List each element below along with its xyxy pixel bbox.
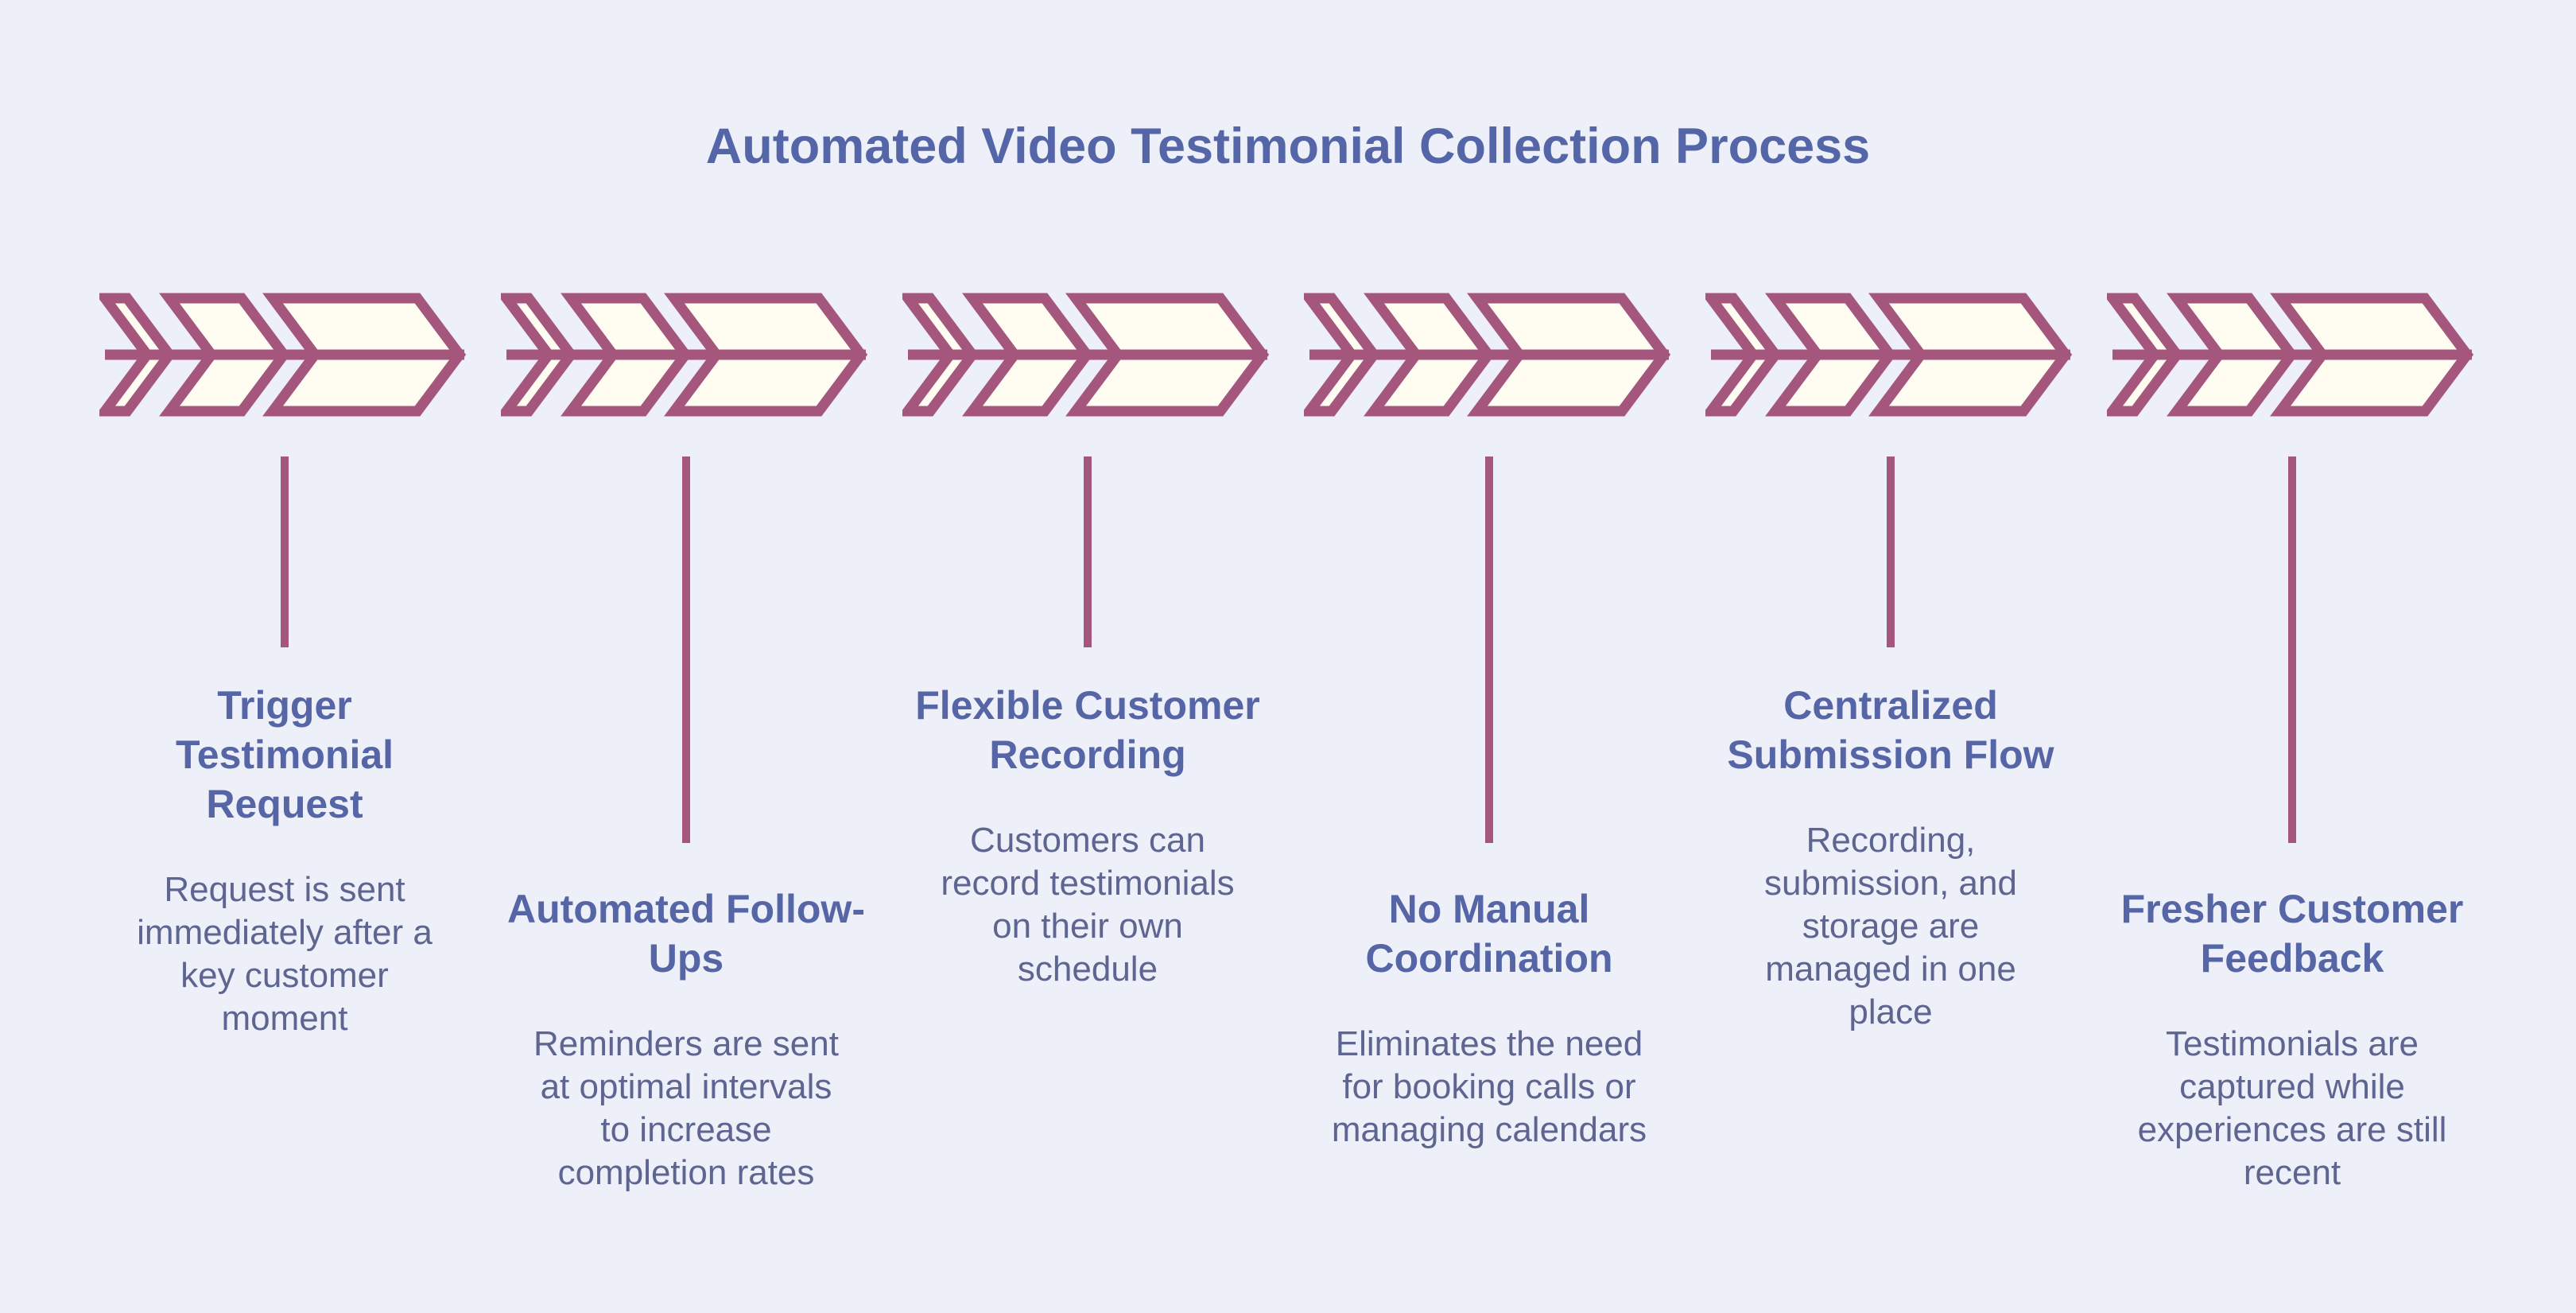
triple-chevron-arrow-icon <box>99 293 467 417</box>
step-text-block: Automated Follow- Ups Reminders are sent… <box>499 884 873 1195</box>
step-description: Customers can record testimonials on the… <box>941 821 1235 989</box>
step-heading: Trigger Testimonial Request <box>175 683 394 826</box>
step-6-fresher-customer-feedback: Fresher Customer Feedback Testimonials a… <box>2107 0 2477 1313</box>
connector-line <box>281 456 289 647</box>
page-title: Automated Video Testimonial Collection P… <box>705 118 1871 174</box>
triple-chevron-arrow-icon <box>2107 293 2474 417</box>
connector-line <box>1084 456 1092 647</box>
step-heading: Automated Follow- Ups <box>507 887 865 981</box>
step-1-trigger-testimonial-request: Trigger Testimonial Request Request is s… <box>99 0 470 1313</box>
triple-chevron-arrow-icon <box>1705 293 2073 417</box>
step-description: Recording, submission, and storage are m… <box>1764 821 2017 1031</box>
triple-chevron-arrow-icon <box>1304 293 1671 417</box>
step-2-automated-follow-ups: Automated Follow- Ups Reminders are sent… <box>501 0 871 1313</box>
step-description: Reminders are sent at optimal intervals … <box>533 1024 839 1192</box>
step-5-centralized-submission-flow: Centralized Submission Flow Recording, s… <box>1705 0 2076 1313</box>
step-description: Eliminates the need for booking calls or… <box>1331 1024 1647 1149</box>
step-text-block: Centralized Submission Flow Recording, s… <box>1704 681 2077 1034</box>
step-text-block: Flexible Customer Recording Customers ca… <box>901 681 1274 991</box>
connector-line <box>1485 456 1493 843</box>
step-description: Testimonials are captured while experien… <box>2137 1024 2447 1192</box>
step-heading: Flexible Customer Recording <box>915 683 1260 777</box>
step-text-block: No Manual Coordination Eliminates the ne… <box>1302 884 1676 1152</box>
step-heading: Fresher Customer Feedback <box>2120 887 2464 981</box>
triple-chevron-arrow-icon <box>501 293 868 417</box>
step-description: Request is sent immediately after a key … <box>137 870 433 1038</box>
triple-chevron-arrow-icon <box>902 293 1270 417</box>
step-heading: Centralized Submission Flow <box>1727 683 2054 777</box>
connector-line <box>682 456 690 843</box>
step-text-block: Trigger Testimonial Request Request is s… <box>98 681 471 1040</box>
step-heading: No Manual Coordination <box>1365 887 1613 981</box>
step-3-flexible-customer-recording: Flexible Customer Recording Customers ca… <box>902 0 1273 1313</box>
connector-line <box>1887 456 1895 647</box>
step-text-block: Fresher Customer Feedback Testimonials a… <box>2105 884 2479 1195</box>
step-4-no-manual-coordination: No Manual Coordination Eliminates the ne… <box>1304 0 1674 1313</box>
connector-line <box>2288 456 2296 843</box>
